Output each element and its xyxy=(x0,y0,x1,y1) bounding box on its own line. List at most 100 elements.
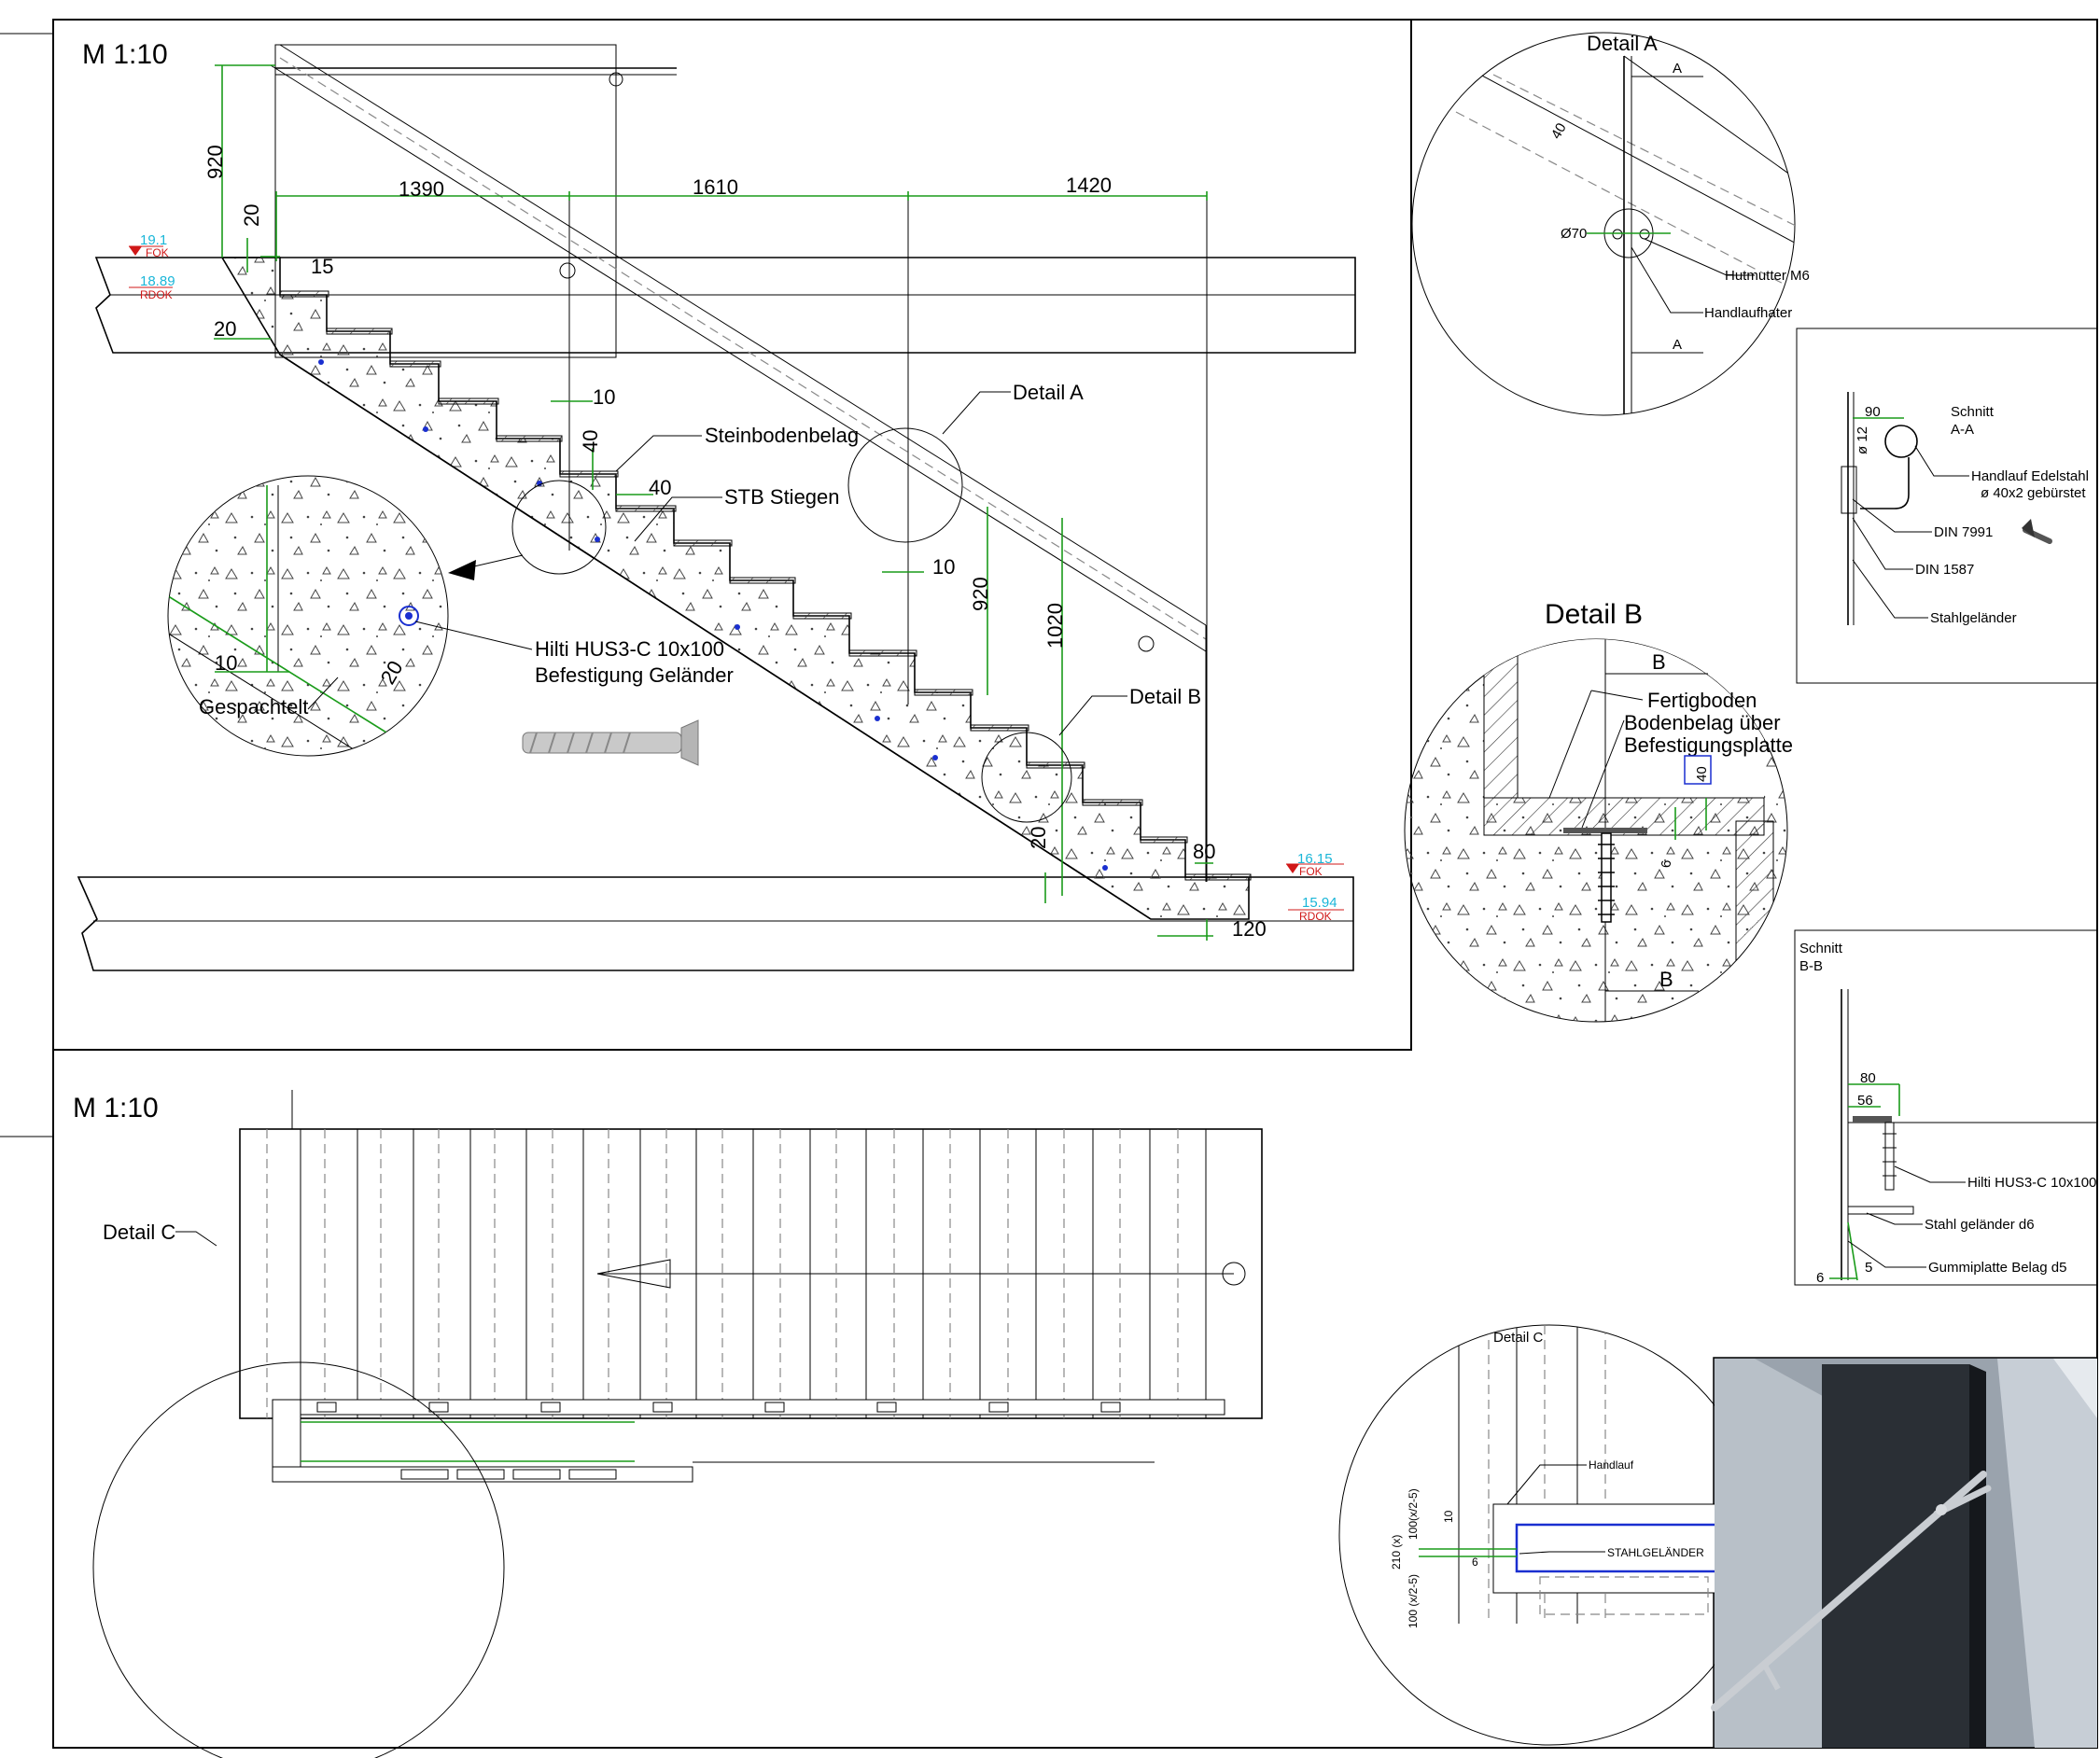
gespachtelt-label: Gespachtelt xyxy=(199,695,308,719)
dim-20-bottom: 20 xyxy=(1027,827,1050,849)
section-aa-stahlgelaender: Stahlgeländer xyxy=(1930,610,2017,626)
level-markers: 19.1 FOK 18.89 RDOK 16.15 FOK 15.94 RDOK xyxy=(129,232,1344,923)
detail-b-label-1: Fertigboden xyxy=(1647,689,1757,712)
svg-text:RDOK: RDOK xyxy=(140,288,173,301)
detail-c-handlauf: Handlauf xyxy=(1589,1458,1634,1472)
detail-b-label-3: Befestigungsplatte xyxy=(1624,733,1793,757)
section-aa-dim-12: ø 12 xyxy=(1855,426,1870,454)
detail-b-dim-6: 6 xyxy=(1659,860,1674,868)
detail-b: Detail B B B Fertigboden Bodenbelag über… xyxy=(1404,599,1793,1023)
detail-b-section-mark-bottom: B xyxy=(1659,968,1673,991)
section-bb: Schnitt B-B 80 56 Hilti HUS3-C 10x100 St… xyxy=(1799,941,2097,1286)
callout-circle-hilti xyxy=(511,480,607,575)
section-bb-dim-6: 6 xyxy=(1816,1270,1824,1286)
elevation-callouts: Detail A Detail B Steinbodenbelag STB St… xyxy=(448,381,1201,823)
section-bb-hilti: Hilti HUS3-C 10x100 xyxy=(1967,1175,2096,1191)
level-top-fok: 19.1 xyxy=(140,232,167,248)
detail-a-title: Detail A xyxy=(1587,32,1658,55)
render-3d xyxy=(1711,1359,2097,1748)
detail-a-section-mark-top: A xyxy=(1673,61,1682,77)
hilti-label-line2: Befestigung Geländer xyxy=(535,663,734,687)
dim-920-top: 920 xyxy=(203,145,227,179)
level-bottom-rdok: 15.94 xyxy=(1302,895,1337,911)
elevation-frame xyxy=(52,19,1412,1051)
scale-label-plan: M 1:10 xyxy=(73,1093,159,1123)
detail-b-section-mark-top: B xyxy=(1652,650,1666,674)
section-aa-title-1: Schnitt xyxy=(1951,404,1995,420)
section-aa-box xyxy=(1796,328,2098,684)
dim-1610: 1610 xyxy=(693,175,738,199)
dim-1420: 1420 xyxy=(1066,174,1112,197)
svg-text:RDOK: RDOK xyxy=(1299,910,1332,923)
stair-elevation xyxy=(77,44,1356,971)
elevation-dim-labels: 920 20 15 20 1390 1610 1420 10 40 40 10 … xyxy=(203,145,1267,941)
dim-20-left: 20 xyxy=(214,317,236,341)
hilti-label-line1: Hilti HUS3-C 10x100 xyxy=(535,637,724,661)
elevation-dimensions xyxy=(214,64,1213,941)
detail-c: Detail C Handlauf STAHLGELÄNDER 100(x/2-… xyxy=(1338,1324,1760,1746)
detail-c-dim-210: 210 (x) xyxy=(1390,1535,1403,1570)
dim-40-a: 40 xyxy=(579,430,602,453)
callout-circle-detail-a xyxy=(847,427,963,543)
section-bb-gummi: Gummiplatte Belag d5 xyxy=(1928,1260,2066,1276)
detail-b-title: Detail B xyxy=(1545,599,1643,630)
scale-label-elevation: M 1:10 xyxy=(82,39,168,70)
section-aa-din1587: DIN 1587 xyxy=(1915,562,1974,578)
callout-circle-detail-b xyxy=(981,732,1072,823)
section-aa-handlauf-1: Handlauf Edelstahl xyxy=(1971,468,2089,484)
level-top-rdok: 18.89 xyxy=(140,273,175,289)
callout-detail-c: Detail C xyxy=(103,1221,175,1244)
detail-c-title: Detail C xyxy=(1493,1330,1544,1346)
detail-a-handlaufhalter: Handlaufhater xyxy=(1704,305,1792,321)
detail-c-dim-6: 6 xyxy=(1472,1556,1478,1569)
lower-slab xyxy=(77,876,1354,971)
dim-10-a: 10 xyxy=(593,385,615,409)
dim-10-circle: 10 xyxy=(215,651,237,675)
level-bottom-fok: 16.15 xyxy=(1297,851,1333,867)
stair-plan: Detail C xyxy=(92,1090,1263,1758)
svg-text:FOK: FOK xyxy=(146,246,169,259)
detail-a-dim-40: 40 xyxy=(1548,120,1570,142)
section-aa-din7991: DIN 7991 xyxy=(1934,524,1993,540)
dim-80: 80 xyxy=(1193,840,1215,863)
section-aa: Schnitt A-A 90 ø 12 Handlauf Edelstahl ø… xyxy=(1841,392,2089,626)
detail-a-section-mark-bottom: A xyxy=(1673,337,1682,353)
detail-c-stahlgelaender: STAHLGELÄNDER xyxy=(1607,1546,1704,1559)
detail-a-hutmutter: Hutmutter M6 xyxy=(1725,268,1810,284)
dim-920-mid: 920 xyxy=(969,577,992,611)
section-bb-stahl: Stahl geländer d6 xyxy=(1925,1217,2035,1233)
section-aa-dim-90: 90 xyxy=(1865,404,1881,420)
dim-1020: 1020 xyxy=(1043,603,1067,649)
section-bb-title-2: B-B xyxy=(1799,958,1823,974)
callout-stb-stiegen: STB Stiegen xyxy=(724,485,840,509)
glass-panel-top xyxy=(274,44,617,358)
section-bb-dim-56: 56 xyxy=(1857,1093,1873,1109)
section-bb-box xyxy=(1794,929,2098,1286)
dim-10-b: 10 xyxy=(932,555,955,579)
dim-40-b: 40 xyxy=(649,476,671,499)
dim-20-top: 20 xyxy=(240,204,263,227)
detail-c-callout-circle xyxy=(92,1361,505,1758)
section-bb-dim-5: 5 xyxy=(1865,1260,1872,1276)
detail-c-dim-100b: 100 (x/2-5) xyxy=(1407,1574,1420,1628)
dim-15: 15 xyxy=(311,255,333,278)
dim-120: 120 xyxy=(1232,917,1267,941)
hilti-detail-circle: Hilti HUS3-C 10x100 Befestigung Geländer… xyxy=(167,475,734,766)
callout-steinbodenbelag: Steinbodenbelag xyxy=(705,424,859,447)
screw-graphic xyxy=(2022,519,2052,544)
section-bb-title-1: Schnitt xyxy=(1799,941,1843,956)
dim-1390: 1390 xyxy=(399,177,444,201)
anchor-bolt-graphic xyxy=(522,719,699,766)
callout-detail-a: Detail A xyxy=(1013,381,1084,404)
detail-b-label-2: Bodenbelag über xyxy=(1624,711,1781,734)
section-aa-handlauf-2: ø 40x2 gebürstet xyxy=(1981,485,2086,501)
detail-a: Detail A A A 40 Ø70 Hutmutter M6 Handlau… xyxy=(1411,32,1810,416)
detail-b-dim-40: 40 xyxy=(1694,766,1710,782)
callout-detail-b: Detail B xyxy=(1129,685,1201,708)
section-aa-title-2: A-A xyxy=(1951,422,1974,438)
detail-c-dim-100a: 100(x/2-5) xyxy=(1407,1488,1420,1540)
svg-text:FOK: FOK xyxy=(1299,865,1323,878)
section-bb-dim-80: 80 xyxy=(1860,1070,1876,1086)
detail-a-dim-d70: Ø70 xyxy=(1561,226,1587,242)
